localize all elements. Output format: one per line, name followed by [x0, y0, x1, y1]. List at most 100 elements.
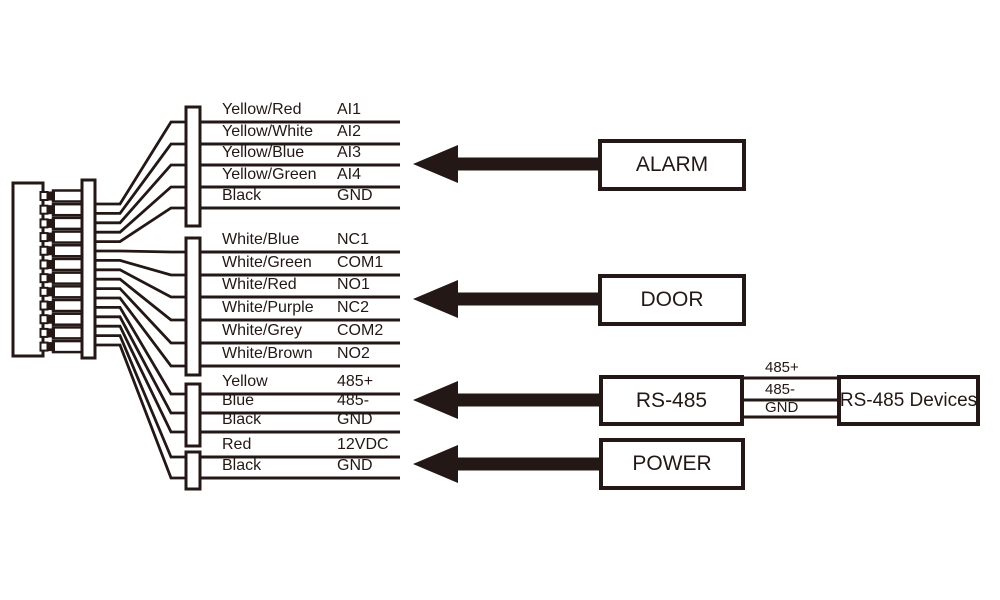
connector-pin-body: [51, 298, 84, 313]
wire-signal-label: GND: [337, 457, 373, 474]
harness-wire: [95, 296, 187, 368]
door-group-bar: [184, 236, 202, 377]
harness-wire: [95, 142, 187, 215]
connector-pin-body: [51, 312, 84, 326]
connector-pin-contact: [47, 246, 55, 256]
connector-pin-notch: [39, 273, 49, 284]
connector-pin-contact: [47, 314, 55, 324]
wire-color-label: Yellow/White: [222, 123, 314, 140]
harness-wire: [95, 305, 187, 396]
rs485-devices-box: RS-485 Devices: [837, 375, 980, 426]
wire-signal-label: 485-: [337, 392, 370, 409]
connector-housing: [11, 181, 45, 358]
harness-wire: [95, 277, 187, 322]
power-box: POWER: [599, 438, 745, 490]
connector-pin-body: [51, 326, 84, 340]
connector-pins: [39, 189, 84, 354]
wire-color-label: Black: [222, 411, 262, 428]
connector-icon: [11, 178, 97, 360]
harness-wire: [95, 185, 187, 234]
connector-pin-notch: [39, 327, 49, 338]
connector-pin-body: [51, 216, 84, 231]
rs485-devices-box-label: RS-485 Devices: [839, 389, 978, 411]
arrows: [413, 145, 600, 483]
wire-color-label: Yellow/Red: [222, 101, 302, 118]
harness-wire: [95, 249, 187, 254]
wire-color-label: Blue: [222, 392, 255, 409]
rs485-group-bar: [184, 382, 202, 448]
rs485-link-label: 485+: [765, 359, 799, 376]
connector-pin-notch: [39, 232, 49, 243]
harness-wire: [95, 315, 187, 415]
connector-pin-contact: [47, 205, 55, 215]
connector-pin-contact: [47, 301, 55, 311]
connector-pin-contact: [47, 342, 55, 352]
harness-wires: [95, 120, 187, 480]
connector-pin-contact: [47, 273, 55, 283]
connector-pin-contact: [47, 287, 55, 297]
rs485-link-lines: [744, 376, 838, 419]
connector-pin-contact: [47, 191, 55, 201]
harness-wire: [95, 287, 187, 345]
alarm-arrow-icon: [413, 145, 600, 183]
harness-wire: [95, 163, 187, 225]
wire-color-label: Black: [222, 457, 262, 474]
connector-pin-body: [51, 257, 84, 272]
connector-pin-body: [51, 271, 84, 285]
connector-pin-notch: [39, 191, 49, 201]
connector-pin-contact: [47, 259, 55, 269]
wire-group-bars: [184, 105, 202, 491]
wire-signal-label: AI4: [337, 166, 362, 183]
wire-color-label: White/Red: [222, 276, 297, 293]
connector-pin-body: [51, 189, 84, 203]
wire-signal-label: AI3: [337, 144, 362, 161]
connector-pin-body: [51, 285, 84, 299]
wire-signal-label: COM1: [337, 254, 384, 271]
harness-wire: [95, 334, 187, 459]
wire-color-label: White/Purple: [222, 299, 314, 316]
wire-signal-label: GND: [337, 411, 373, 428]
door-arrow-icon: [413, 280, 600, 318]
wire-color-label: White/Brown: [222, 345, 313, 362]
wire-color-label: Yellow/Green: [222, 166, 317, 183]
wire-color-label: White/Grey: [222, 322, 303, 339]
connector-pin-contact: [47, 218, 55, 228]
connector-pin-body: [51, 244, 84, 258]
alarm-group-bar: [184, 105, 202, 228]
door-box: DOOR: [598, 274, 746, 326]
connector-pin-notch: [39, 286, 49, 297]
connector-pin-notch: [39, 245, 49, 256]
wire-signal-label: AI1: [337, 101, 362, 118]
connector-bar: [80, 178, 97, 360]
rs485-arrow-icon: [413, 381, 600, 419]
wire-signal-label: NO1: [337, 276, 370, 293]
harness-wire: [95, 324, 187, 434]
wire-signal-label: COM2: [337, 322, 384, 339]
rs485-link-label: GND: [765, 399, 799, 416]
harness-wire: [95, 343, 187, 480]
connector-pin-body: [51, 230, 84, 244]
wire-lines: [199, 120, 400, 480]
wire-signal-label: NC2: [337, 299, 370, 316]
connector-pin-notch: [39, 314, 49, 325]
connector-pin-contact: [47, 232, 55, 242]
wire-color-label: Yellow/Blue: [222, 144, 305, 161]
connector-pin-contact: [47, 328, 55, 338]
rs485-box-label: RS-485: [635, 388, 708, 412]
connector-pin-notch: [39, 218, 49, 229]
alarm-box: ALARM: [598, 139, 746, 191]
connector-pin-notch: [39, 204, 49, 215]
connector-pin-notch: [39, 259, 49, 270]
power-group-bar: [184, 450, 202, 491]
alarm-box-label: ALARM: [635, 153, 709, 176]
harness-wire: [95, 206, 187, 244]
connector-pin-notch: [39, 300, 49, 311]
wire-signal-label: GND: [337, 187, 373, 204]
harness-wire: [95, 268, 187, 299]
wire-signal-label: NO2: [337, 345, 370, 362]
wire-color-label: White/Blue: [222, 231, 300, 248]
connector-pin-notch: [39, 341, 49, 352]
power-arrow-icon: [413, 445, 600, 483]
